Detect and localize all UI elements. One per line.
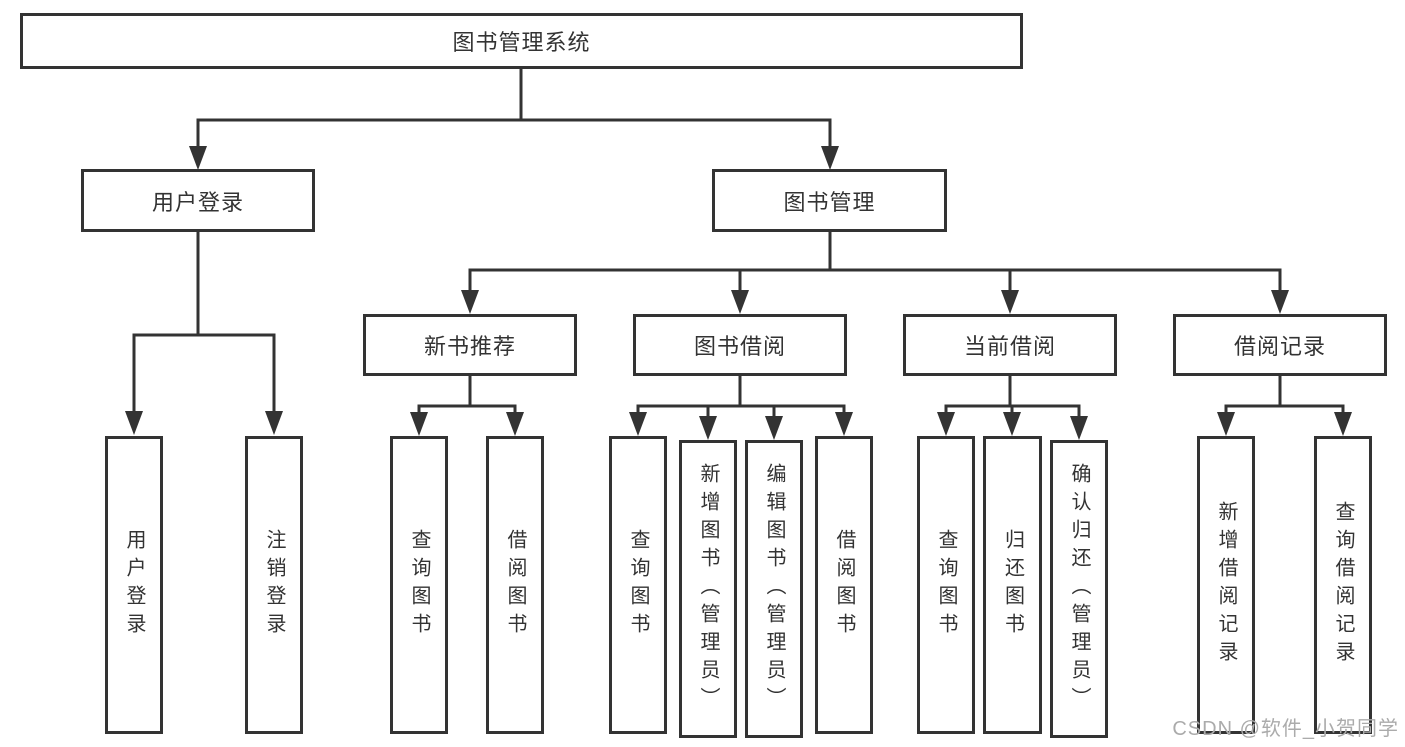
arrowhead — [937, 412, 955, 436]
connector-user-login-children — [125, 232, 283, 435]
connector-book-management-children — [461, 232, 1289, 314]
leaf-add-borrow-record: 新增借阅记录 — [1197, 436, 1255, 734]
leaf-return-books: 归还图书 — [983, 436, 1042, 734]
leaf-confirm-return-admin-label: 确认归还（管理员） — [1068, 463, 1090, 715]
leaf-edit-book-admin: 编辑图书（管理员） — [745, 440, 803, 738]
leaf-logout-label: 注销登录 — [263, 529, 285, 641]
arrowhead — [765, 416, 783, 440]
leaf-user-login-label: 用户登录 — [123, 529, 145, 641]
arrowhead — [629, 412, 647, 436]
node-borrowing-records: 借阅记录 — [1173, 314, 1387, 376]
leaf-query-borrow-record-label: 查询借阅记录 — [1332, 501, 1354, 669]
connector-new-book-recommend-children — [410, 376, 524, 436]
leaf-borrow-books-recommend-label: 借阅图书 — [504, 529, 526, 641]
leaf-edit-book-admin-label: 编辑图书（管理员） — [763, 463, 785, 715]
arrowhead — [731, 290, 749, 314]
node-current-borrowing-label: 当前借阅 — [963, 334, 1056, 359]
arrowhead — [265, 411, 283, 435]
node-root-label: 图书管理系统 — [452, 30, 591, 55]
node-current-borrowing: 当前借阅 — [903, 314, 1117, 376]
arrowhead — [699, 416, 717, 440]
leaf-query-books-borrowing: 查询图书 — [609, 436, 667, 734]
leaf-query-books-borrowing-label: 查询图书 — [627, 529, 649, 641]
node-user-login: 用户登录 — [81, 169, 315, 232]
leaf-add-book-admin-label: 新增图书（管理员） — [697, 463, 719, 715]
leaf-logout: 注销登录 — [245, 436, 303, 734]
leaf-add-borrow-record-label: 新增借阅记录 — [1215, 501, 1237, 669]
leaf-borrow-books-borrowing: 借阅图书 — [815, 436, 873, 734]
node-borrowing-records-label: 借阅记录 — [1233, 334, 1326, 359]
arrowhead — [1001, 290, 1019, 314]
arrowhead — [1217, 412, 1235, 436]
arrowhead — [821, 146, 839, 170]
node-new-book-recommend: 新书推荐 — [363, 314, 577, 376]
leaf-return-books-label: 归还图书 — [1001, 529, 1024, 641]
leaf-user-login: 用户登录 — [105, 436, 163, 734]
connector-borrowing-records-children — [1217, 376, 1352, 436]
leaf-query-borrow-record: 查询借阅记录 — [1314, 436, 1372, 734]
arrowhead — [410, 412, 428, 436]
node-book-management-label: 图书管理 — [783, 189, 876, 215]
connector-root-to-level2 — [189, 69, 839, 170]
node-root: 图书管理系统 — [20, 13, 1023, 69]
leaf-query-books-recommend: 查询图书 — [390, 436, 448, 734]
arrowhead — [461, 290, 479, 314]
leaf-add-book-admin: 新增图书（管理员） — [679, 440, 737, 738]
leaf-confirm-return-admin: 确认归还（管理员） — [1050, 440, 1108, 738]
leaf-borrow-books-recommend: 借阅图书 — [486, 436, 544, 734]
connector-current-borrowing-children — [937, 376, 1088, 440]
arrowhead — [1271, 290, 1289, 314]
node-user-login-label: 用户登录 — [151, 189, 244, 215]
arrowhead — [506, 412, 524, 436]
arrowhead — [1070, 416, 1088, 440]
leaf-query-books-current: 查询图书 — [917, 436, 975, 734]
leaf-query-books-current-label: 查询图书 — [935, 529, 957, 641]
arrowhead — [1334, 412, 1352, 436]
arrowhead — [189, 146, 207, 170]
arrowhead — [835, 412, 853, 436]
leaf-query-books-recommend-label: 查询图书 — [408, 529, 430, 641]
node-new-book-recommend-label: 新书推荐 — [423, 334, 516, 359]
node-book-borrowing: 图书借阅 — [633, 314, 847, 376]
arrowhead — [125, 411, 143, 435]
node-book-management: 图书管理 — [712, 169, 947, 232]
arrowhead — [1003, 412, 1021, 436]
connector-book-borrowing-children — [629, 376, 853, 440]
node-book-borrowing-label: 图书借阅 — [693, 334, 786, 359]
leaf-borrow-books-borrowing-label: 借阅图书 — [833, 529, 855, 641]
